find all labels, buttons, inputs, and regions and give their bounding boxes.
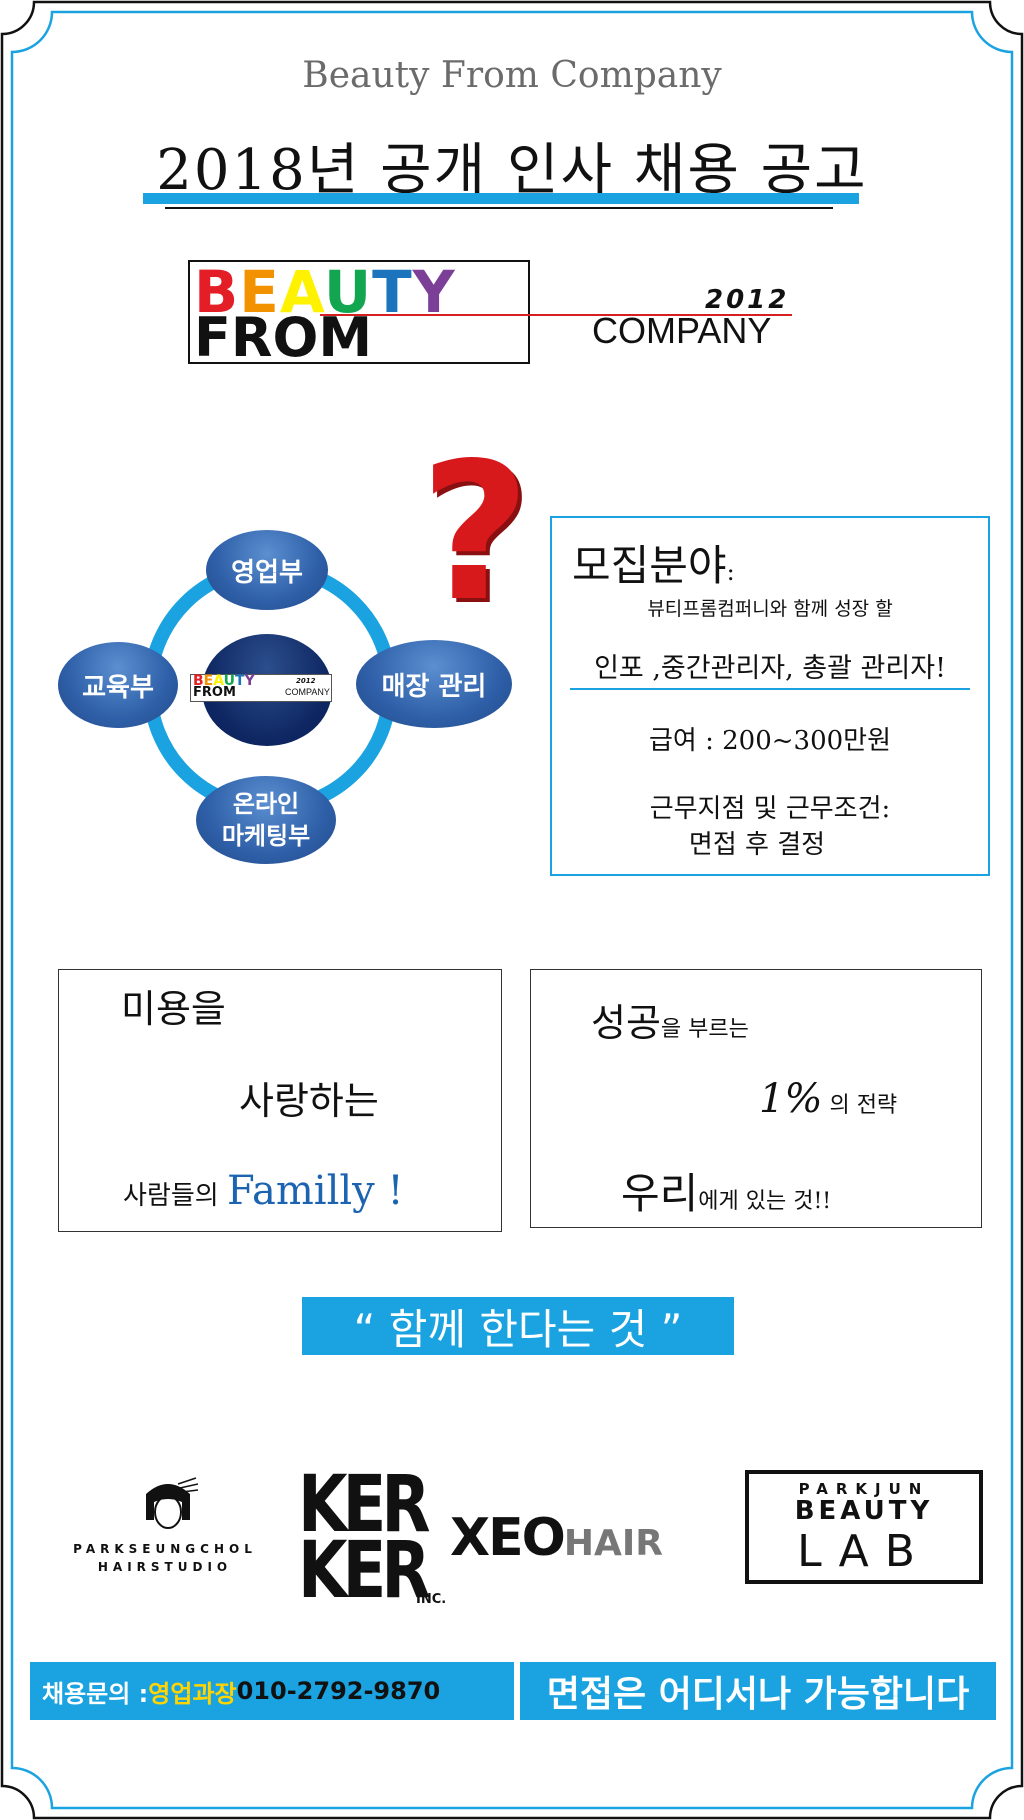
slogan-right-rest3: 에게 있는 것!! (698, 1189, 832, 1214)
partner4-line1: PARKJUN (798, 1480, 930, 1498)
mini-logo-letter: U (223, 673, 236, 689)
node-sales: 영업부 (206, 530, 328, 610)
partner3-xeo: XEO (450, 1508, 566, 1568)
slogan-left-line2: 사랑하는 (239, 1079, 379, 1123)
footer-contact-person: 영업과장 (148, 1679, 237, 1708)
recruit-subtitle: 뷰티프롬컴퍼니와 함께 성장 할 (647, 598, 893, 620)
recruit-salary: 급여 : 200~300만원 (648, 726, 891, 756)
node-online-marketing: 온라인 마케팅부 (196, 776, 336, 864)
slogan-right-rest2: 의 전략 (822, 1093, 898, 1118)
slogan-right-line1: 성공을 부르는 (591, 992, 749, 1047)
slogan-right-rest1: 을 부르는 (660, 1017, 749, 1042)
mini-logo-beauty: BEAUTY (193, 673, 255, 689)
slogan-left-highlight: Familly ! (226, 1168, 404, 1214)
slogan-left-prefix: 사람들의 (123, 1181, 227, 1211)
slogan-right-big3: 우리 (621, 1169, 699, 1218)
node-online-line2: 마케팅부 (221, 822, 311, 850)
slogan-left-line1: 미용을 (121, 987, 226, 1031)
partner-kerker-logo: KER KER INC. (298, 1460, 448, 1616)
recruit-heading-colon: : (726, 558, 735, 586)
node-store-management: 매장 관리 (356, 640, 512, 728)
recruit-heading-text: 모집분야 (572, 541, 727, 590)
hairstyle-face-icon (146, 1477, 198, 1529)
footer-interview-note: 면접은 어디서나 가능합니다 (520, 1662, 996, 1720)
logo-red-line (320, 314, 792, 316)
logo-from-text: FROM (194, 306, 373, 369)
recruit-conditions-line1: 근무지점 및 근무조건: (649, 794, 891, 824)
partner4-line2: BEAUTY (794, 1496, 934, 1526)
brand-logo: BEAUTY FROM (188, 258, 530, 369)
footer-contact-label: 채용문의 : (42, 1679, 149, 1708)
mini-logo-letter: E (203, 673, 214, 689)
recruit-heading: 모집분야: (572, 532, 735, 593)
footer-contact: 채용문의 : 영업과장 010-2792-9870 (30, 1662, 514, 1720)
partner1-line1: PARKSEUNGCHOL (73, 1542, 257, 1556)
logo-letter: E (239, 258, 280, 326)
title-underline-line (165, 207, 833, 209)
mini-logo-from: FROM (193, 685, 236, 700)
partner-parkseungchol-logo: PARKSEUNGCHOL HAIRSTUDIO (40, 1476, 290, 1586)
partner-parkjun-logo: PARKJUN BEAUTY LAB (745, 1470, 983, 1584)
mini-logo-letter: T (235, 673, 245, 689)
mini-logo-letter: B (193, 673, 204, 689)
center-mini-logo: BEAUTY FROM 2012 COMPANY (190, 673, 332, 702)
partner1-line2: HAIRSTUDIO (97, 1560, 233, 1574)
node-education: 교육부 (58, 642, 178, 728)
footer-contact-phone: 010-2792-9870 (236, 1677, 441, 1705)
recruit-info-box: 모집분야: 뷰티프롬컴퍼니와 함께 성장 할 인포 ,중간관리자, 총괄 관리자… (550, 516, 990, 876)
mini-logo-letter: Y (244, 673, 255, 689)
partner2-line1: KER (298, 1460, 431, 1550)
partner2-line2: KER (298, 1526, 431, 1616)
partner-xeohair-logo: XEOHAIR (450, 1508, 663, 1568)
logo-company-text: COMPANY (592, 310, 772, 351)
recruit-conditions-line2: 면접 후 결정 (688, 830, 826, 860)
slogan-left-line3: 사람들의 Familly ! (123, 1168, 404, 1214)
logo-letter: A (279, 258, 324, 326)
slogan-right-box: 성공을 부르는 1% 의 전략 우리에게 있는 것!! (530, 969, 982, 1228)
logo-year: 2012 (705, 285, 790, 315)
partner3-hair: HAIR (563, 1523, 663, 1564)
mini-logo-letter: A (213, 673, 224, 689)
slogan-right-line3: 우리에게 있는 것!! (621, 1160, 831, 1221)
company-name-heading: Beauty From Company (302, 55, 722, 96)
mini-logo-company: COMPANY (285, 687, 330, 697)
question-mark-icon: ? (420, 422, 531, 643)
partner2-suffix: INC. (416, 1592, 447, 1607)
logo-letter: B (194, 258, 240, 326)
mini-logo-year: 2012 (296, 677, 316, 685)
recruit-positions: 인포 ,중간관리자, 총괄 관리자! (594, 653, 946, 684)
slogan-right-big1: 성공 (591, 1001, 661, 1045)
node-online-line1: 온라인 (232, 790, 300, 818)
slogan-right-line2: 1% 의 전략 (759, 1076, 897, 1122)
tagline-banner: “ 함께 한다는 것 ” (302, 1297, 734, 1355)
slogan-right-big2: 1% (759, 1076, 823, 1122)
partner4-line3: LAB (797, 1526, 931, 1577)
page-title: 2018년 공개 인사 채용 공고 (156, 138, 868, 203)
slogan-left-box: 미용을 사랑하는 사람들의 Familly ! (58, 969, 502, 1232)
positions-underline (570, 688, 970, 690)
title-underline-bar (143, 193, 859, 204)
